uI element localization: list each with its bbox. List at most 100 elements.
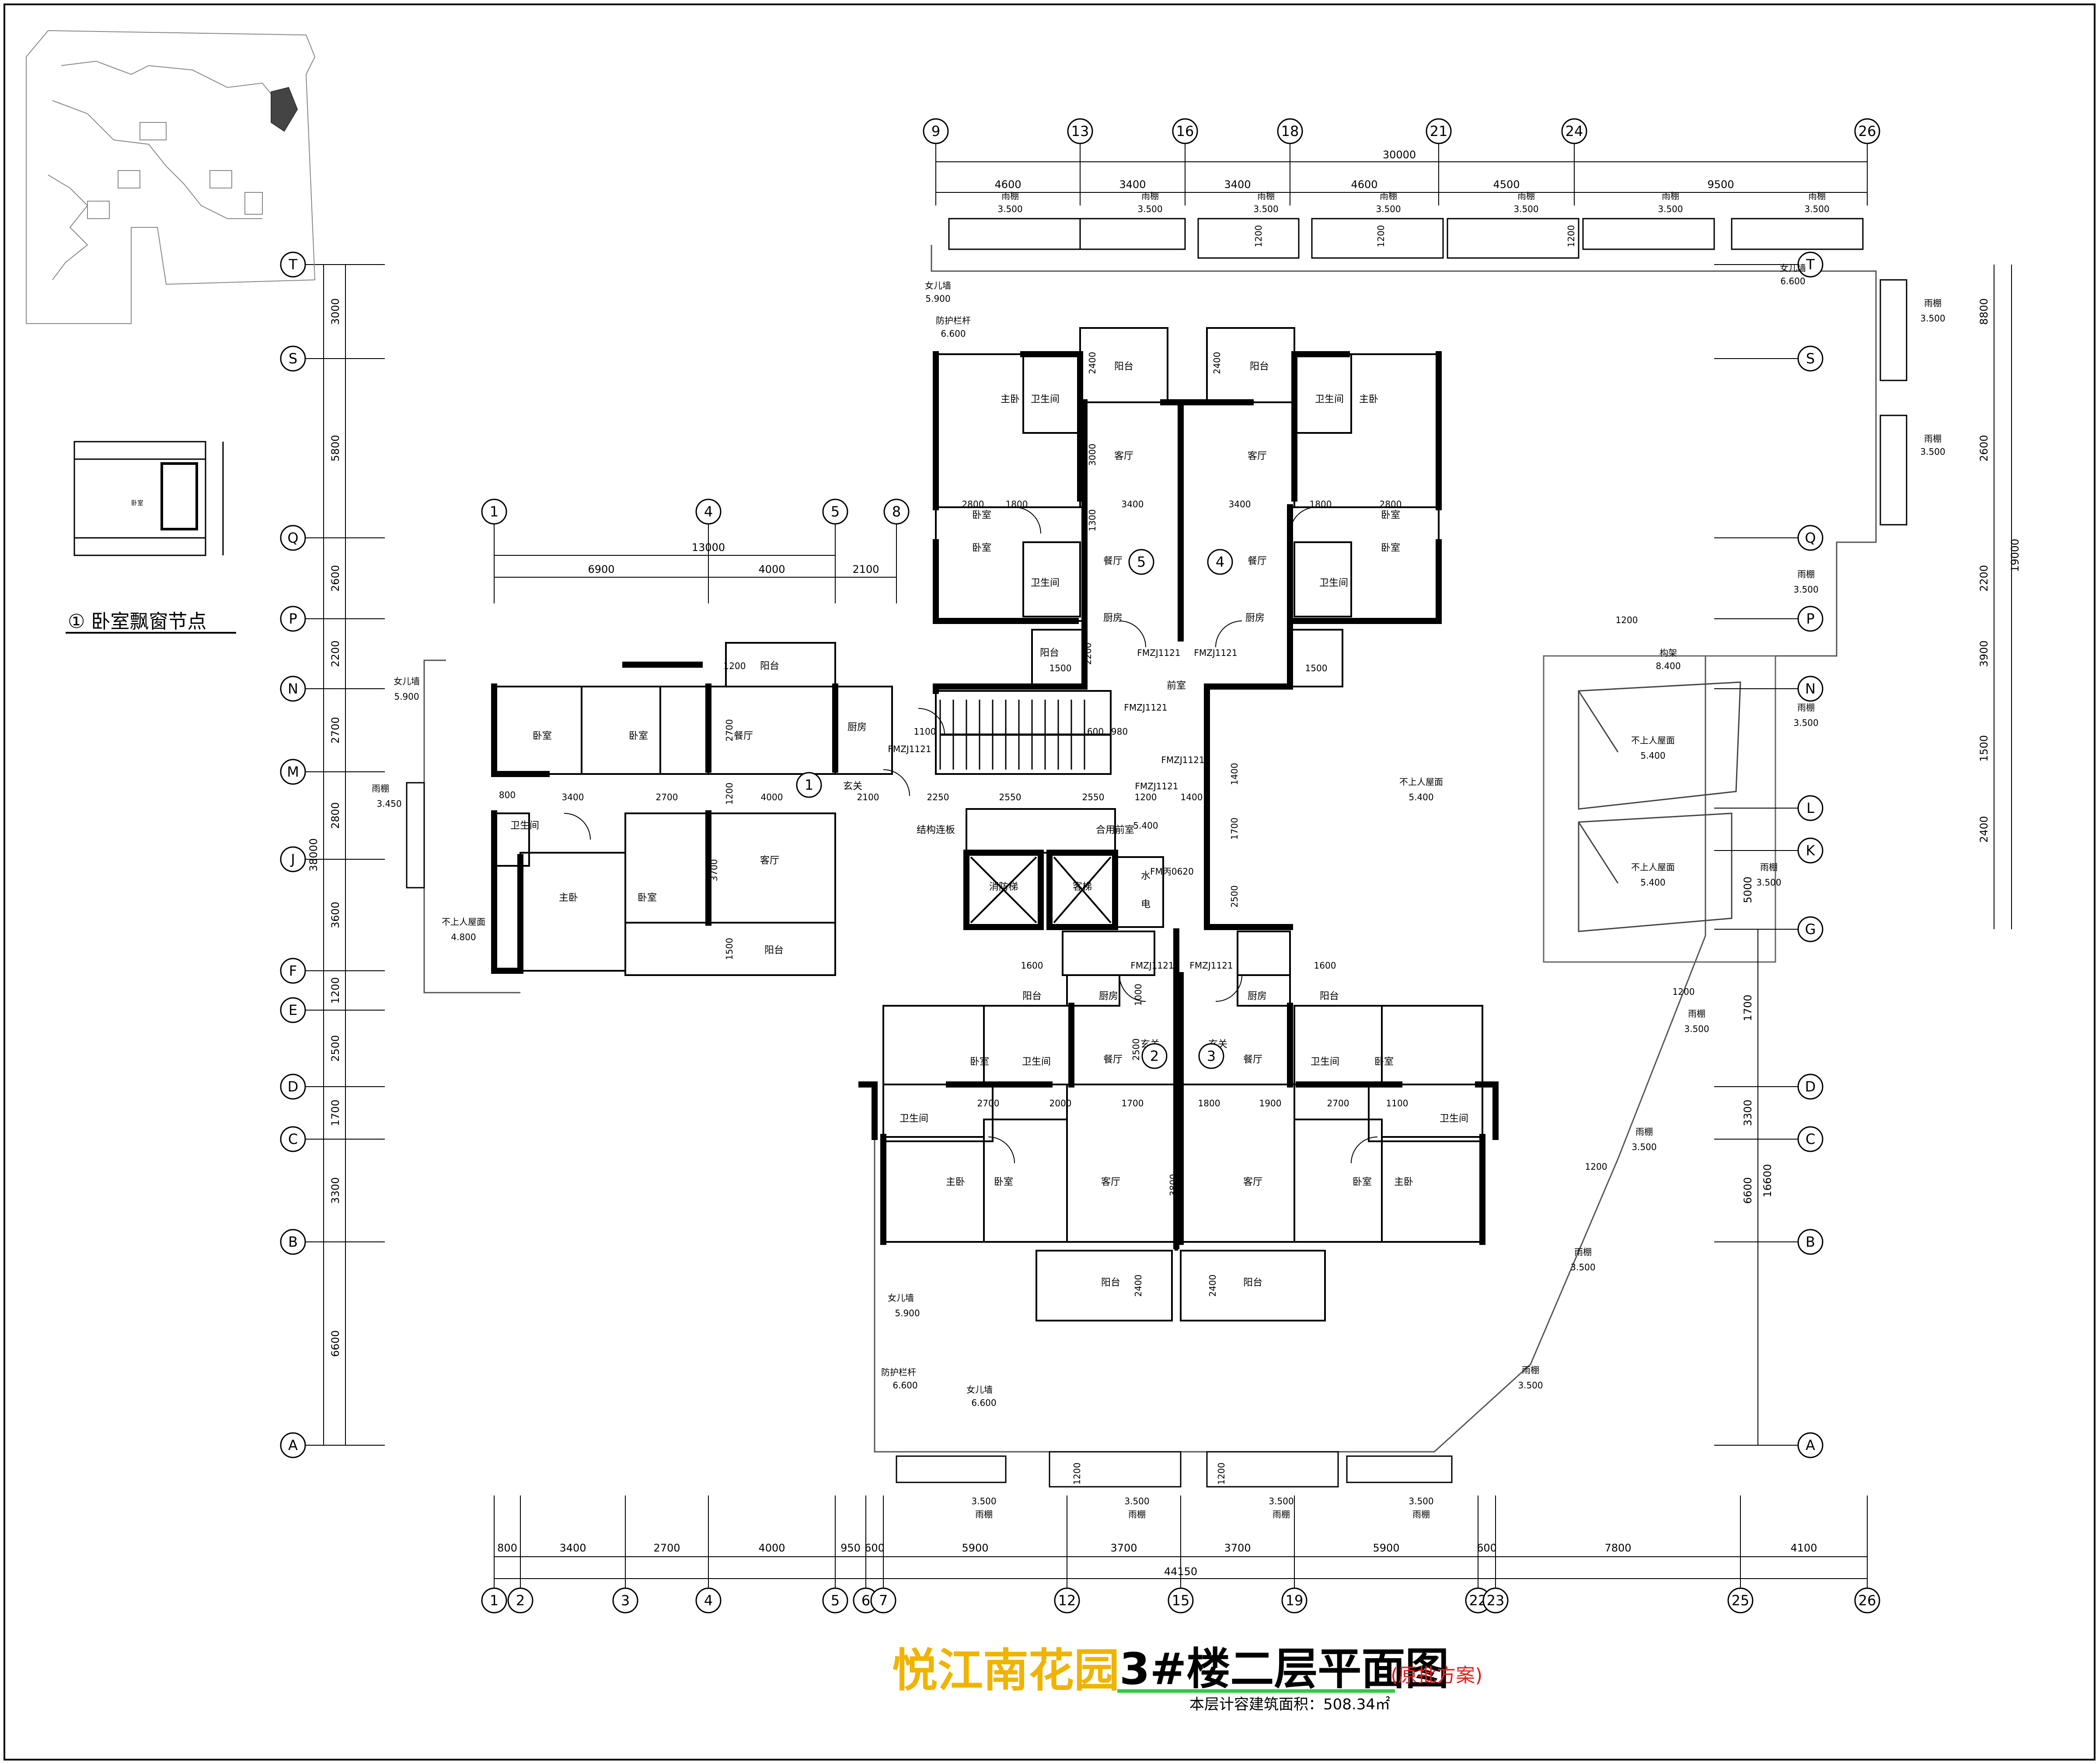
annotation-39: 8.400 [1656, 661, 1681, 671]
plan-dim-20: 2700 [656, 792, 678, 802]
right-total-dim-1: 16600 [1761, 1164, 1774, 1197]
left-axis-bubble-J: J [290, 851, 295, 868]
top-dim-5: 9500 [1707, 178, 1734, 191]
top-dim-3: 4600 [1351, 178, 1377, 191]
unit-number-4: 4 [1216, 554, 1224, 570]
left-dim-2: 2600 [329, 565, 342, 592]
annotation-28: 雨棚 [1760, 862, 1778, 872]
annotation-48: 女儿墙 [394, 676, 420, 687]
plan-dim-14: 2700 [724, 719, 735, 742]
bottom-dim-1: 3400 [559, 1542, 586, 1554]
room-label-10: 主卧 [1359, 394, 1378, 405]
plan-dim-26: 1200 [1135, 792, 1157, 802]
plan-dim-38: 2700 [977, 1098, 1000, 1109]
annotation-66: FMZJ1121 [1137, 648, 1180, 658]
plan-dim-45: 3800 [1168, 1174, 1179, 1196]
annotation-16: 女儿墙 [925, 280, 951, 291]
room-label-7: 餐厅 [1103, 556, 1123, 567]
unit-number-3-circle [1198, 1043, 1224, 1069]
annotation-36: 雨棚 [1522, 1365, 1539, 1375]
room-label-43: 卫生间 [900, 1113, 928, 1124]
plan-dim-46: 2400 [1133, 1275, 1144, 1297]
bottom-axis-bubble-3-2: 3 [621, 1592, 630, 1609]
bottom-total-dim: 44150 [1164, 1565, 1197, 1578]
right-axis-bubble-L: L [1806, 800, 1814, 816]
annotation-13: 3.500 [1804, 204, 1829, 214]
right-dim-7: 1700 [1742, 994, 1754, 1021]
annotation-68: FMZJ1121 [1124, 702, 1167, 713]
annotation-72: FM丙0620 [1150, 866, 1194, 877]
annotation-58: 3.500 [971, 1496, 996, 1506]
room-label-0: 主卧 [1001, 394, 1020, 405]
bottom-axis-bubble-23-11: 23 [1487, 1592, 1505, 1609]
annotation-18: 防护栏杆 [936, 315, 971, 326]
left-axis-bubble-T: T [288, 256, 297, 273]
room-label-21: 消防梯 [989, 882, 1018, 892]
annotation-42: 不上人屋面 [1631, 862, 1675, 872]
room-label-9: 阳台 [1040, 648, 1059, 659]
room-label-47: 阳台 [1101, 1277, 1120, 1288]
room-label-14: 卧室 [1381, 510, 1400, 521]
detail-caption-underline [66, 632, 236, 634]
right-axis-bubble-T: T [1806, 256, 1815, 273]
annotation-62: 3.500 [1269, 1496, 1294, 1506]
annotation-51: 3.450 [377, 798, 401, 809]
left-dim-7: 1200 [329, 977, 342, 1004]
annotation-4: 雨棚 [1257, 191, 1275, 201]
annotation-8: 雨棚 [1517, 191, 1535, 201]
room-label-37: 阳台 [1022, 991, 1042, 1002]
plan-dim-7: 3400 [1229, 499, 1251, 509]
unit-number-5-circle [1128, 549, 1154, 575]
bottom-axis-bubble-12-7: 12 [1058, 1592, 1076, 1609]
roof-outline [423, 245, 1877, 1453]
annotation-33: 3.500 [1632, 1142, 1656, 1152]
annotation-7: 3.500 [1376, 204, 1401, 214]
right-axis-bubble-D: D [1805, 1078, 1816, 1095]
annotation-69: FMZJ1121 [1161, 755, 1204, 765]
plan-dim-3: 1300 [1087, 509, 1098, 532]
left-dim-11: 6600 [329, 1330, 342, 1357]
left-dim-9: 1700 [329, 1099, 342, 1126]
unit-number-5: 5 [1137, 554, 1146, 570]
right-dim-0: 8800 [1978, 298, 1990, 325]
right-axis-bubble-Q: Q [1805, 530, 1816, 546]
west-axis-bubble-5: 5 [831, 503, 840, 520]
room-label-18: 厨房 [1245, 613, 1265, 624]
room-label-42: 餐厅 [1103, 1054, 1123, 1065]
room-label-16: 卫生间 [1319, 578, 1348, 589]
annotation-70: FMZJ1121 [1135, 781, 1178, 791]
annotation-74: FMZJ1121 [1189, 960, 1233, 971]
room-label-8: 厨房 [1103, 613, 1123, 624]
room-label-29: 阳台 [760, 661, 779, 672]
room-label-49: 厨房 [1248, 991, 1267, 1002]
top-axis-bubble-9: 9 [931, 123, 940, 139]
room-label-22: 客梯 [1073, 882, 1092, 892]
annotation-60: 3.500 [1124, 1496, 1149, 1506]
left-axis-bubble-Q: Q [287, 530, 298, 546]
annotation-49: 5.900 [394, 691, 419, 702]
plan-dim-54: 1200 [1673, 987, 1695, 997]
annotation-56: 女儿墙 [966, 1384, 993, 1395]
plan-dim-16: 3700 [709, 859, 719, 882]
plan-title: 3#楼二层平面图 [1119, 1643, 1449, 1694]
right-dim-9: 6600 [1742, 1177, 1754, 1204]
key-plan [26, 30, 316, 324]
canopies-side [406, 279, 1907, 889]
right-dim-3: 3900 [1978, 640, 1990, 667]
annotation-35: 3.500 [1570, 1262, 1595, 1272]
right-axis-bubble-N: N [1805, 680, 1816, 697]
plan-dim-12: 1500 [1305, 663, 1328, 673]
bottom-axis-bubble-4-3: 4 [704, 1592, 713, 1609]
annotation-30: 雨棚 [1688, 1008, 1705, 1019]
left-axis-bubble-C: C [288, 1131, 298, 1147]
bottom-axis-bubble-19-9: 19 [1286, 1592, 1304, 1609]
bottom-axis-bubble-25-12: 25 [1732, 1592, 1750, 1609]
annotation-19: 6.600 [941, 328, 966, 339]
top-axis-bubble-26: 26 [1858, 123, 1876, 139]
top-axis-bubble-13: 13 [1071, 123, 1089, 139]
plan-dim-17: 1500 [724, 938, 735, 960]
plan-dim-11: 1500 [1050, 663, 1072, 673]
project-title: 悦江南花园 [892, 1644, 1120, 1697]
